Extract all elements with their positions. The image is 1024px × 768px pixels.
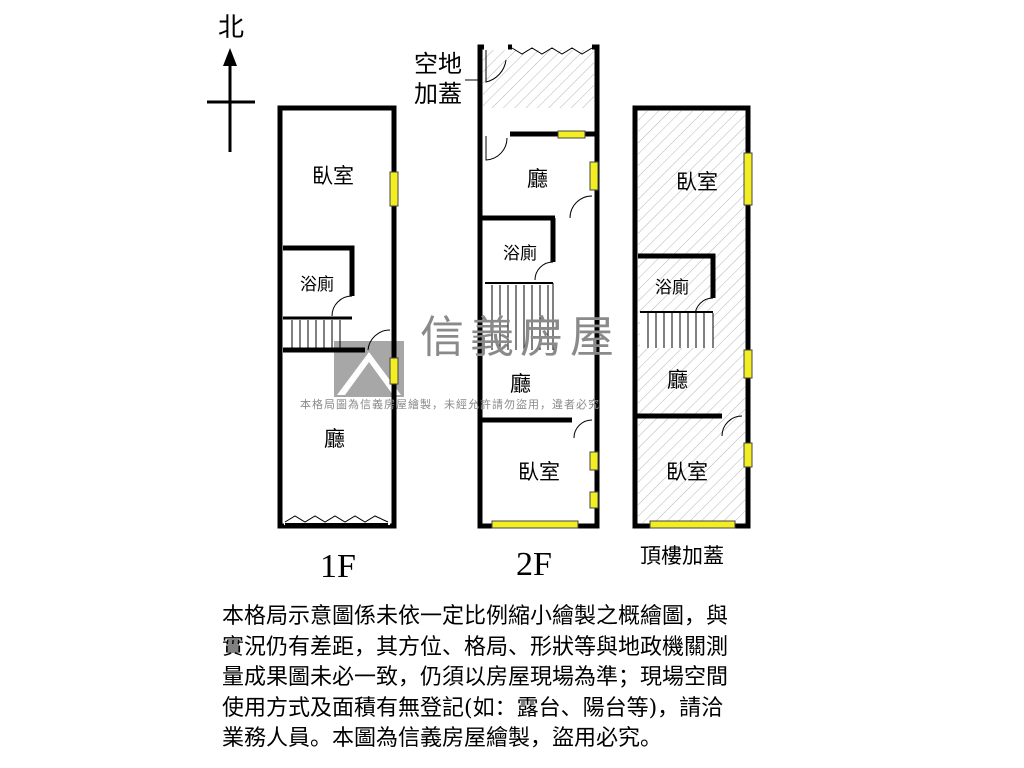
room-label: 臥室 [518, 460, 560, 484]
covered-area [483, 50, 594, 108]
window [389, 171, 399, 207]
room-label: 浴廁 [300, 274, 334, 295]
room-label: 臥室 [676, 170, 718, 194]
room-label: 浴廁 [503, 243, 537, 264]
watermark-brand: 信義房屋 [420, 312, 620, 363]
window [743, 152, 753, 206]
window [649, 520, 736, 529]
note-line: 實況仍有差距，其方位、格局、形狀等與地政機關測 [222, 634, 729, 660]
note-line: 本格局示意圖係未依一定比例縮小繪製之概繪圖，與 [222, 604, 729, 629]
window [389, 357, 399, 385]
annotation-label: 加蓋 [414, 80, 462, 108]
north-arrow-icon [207, 48, 255, 152]
floor-label-1f: 1F [320, 548, 356, 585]
window [743, 349, 753, 379]
floor-label-2f: 2F [516, 546, 552, 583]
window [589, 491, 599, 509]
watermark-notice: 本格局圖為信義房屋繪製，未經允許請勿盜用，違者必究 [300, 397, 600, 411]
north-label: 北 [218, 13, 244, 43]
disclaimer-notes: 本格局示意圖係未依一定比例縮小繪製之概繪圖，與 實況仍有差距，其方位、格局、形狀… [222, 602, 822, 755]
window [589, 161, 599, 191]
floor-2f [465, 44, 600, 529]
annotation-label: 空地 [414, 50, 462, 78]
floor-1f [277, 105, 397, 529]
room-label: 臥室 [312, 164, 354, 188]
note-line: 量成果圖未必一致，仍須以房屋現場為準；現場空間 [222, 665, 729, 690]
window [557, 130, 586, 139]
room-label: 廳 [510, 372, 531, 396]
room-label: 廳 [324, 427, 345, 451]
room-label: 浴廁 [655, 277, 689, 298]
note-line: 業務人員。本圖為信義房屋繪製，盜用必究。 [222, 726, 663, 751]
room-label: 廳 [667, 368, 688, 392]
room-label: 廳 [527, 167, 548, 191]
window [743, 442, 753, 468]
floor-label-rooftop: 頂樓加蓋 [640, 544, 724, 568]
window [491, 520, 579, 529]
window [589, 451, 599, 471]
room-label: 臥室 [666, 460, 708, 484]
note-line: 使用方式及面積有無登記(如：露台、陽台等)，請洽 [222, 695, 724, 721]
